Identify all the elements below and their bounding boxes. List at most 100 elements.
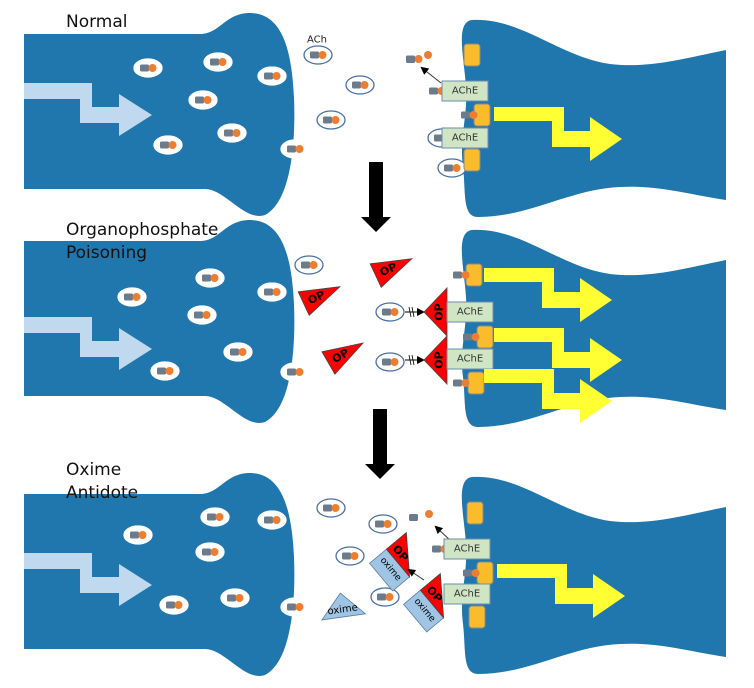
vesicle-icon bbox=[159, 595, 189, 615]
ach-molecule-icon bbox=[227, 594, 244, 602]
vesicle-icon bbox=[187, 305, 217, 325]
step-down-arrow-icon bbox=[365, 409, 395, 479]
muscle-signal-arrow-icon bbox=[494, 107, 622, 161]
oxime-label: oxime bbox=[327, 602, 359, 617]
vesicle-icon bbox=[280, 139, 310, 159]
ach-molecule-icon bbox=[453, 271, 470, 279]
ache-enzyme: AChE bbox=[441, 127, 489, 149]
ach-molecule-icon bbox=[382, 358, 399, 366]
ache-label: AChE bbox=[457, 307, 483, 318]
ach-molecule-icon bbox=[207, 513, 224, 521]
oxime-molecule: oxime bbox=[321, 592, 367, 621]
ach-molecule-icon bbox=[463, 569, 480, 577]
ach-molecule-icon bbox=[166, 601, 183, 609]
vesicle-icon bbox=[188, 90, 218, 110]
ach-molecule-icon bbox=[264, 516, 281, 524]
receptor-icon bbox=[467, 371, 485, 395]
presynaptic-neuron bbox=[24, 473, 295, 676]
ach-molecule-icon bbox=[342, 552, 359, 560]
ach-molecule-icon bbox=[130, 531, 147, 539]
vesicle-icon bbox=[200, 507, 230, 527]
vesicle-icon bbox=[133, 58, 163, 78]
blocked-mark-icon bbox=[408, 306, 415, 318]
ach-molecule-icon bbox=[375, 520, 392, 528]
vesicle-icon bbox=[316, 110, 346, 130]
vesicle-icon bbox=[368, 514, 398, 534]
vesicle-icon bbox=[437, 158, 467, 178]
vesicle-icon bbox=[220, 588, 250, 608]
vesicle-icon bbox=[257, 510, 287, 530]
nerve-signal-arrow-icon bbox=[24, 317, 152, 370]
ach-molecule-icon bbox=[157, 367, 174, 375]
ach-molecule-icon bbox=[210, 58, 227, 66]
ach-molecule-icon bbox=[224, 129, 241, 137]
op-molecule-free: OP bbox=[297, 286, 342, 317]
vesicle-icon bbox=[150, 361, 180, 381]
presynaptic-neuron bbox=[24, 13, 295, 216]
ach-molecule-icon bbox=[461, 111, 478, 119]
vesicle-icon bbox=[223, 342, 253, 362]
receptor-icon bbox=[466, 501, 484, 525]
choline-icon bbox=[425, 510, 433, 518]
vesicle-icon bbox=[195, 542, 225, 562]
ach-molecule-icon bbox=[140, 64, 157, 72]
ach-molecule-icon bbox=[301, 261, 318, 269]
muscle-signal-arrow-icon bbox=[484, 268, 612, 322]
ach-molecule-icon bbox=[202, 548, 219, 556]
nerve-signal-arrow-icon bbox=[24, 553, 152, 606]
vesicle-icon bbox=[303, 45, 333, 65]
vesicle-icon bbox=[203, 52, 233, 72]
receptor-icon bbox=[463, 43, 481, 67]
ache-label: AChE bbox=[454, 589, 480, 600]
vesicle-icon bbox=[217, 123, 247, 143]
vesicle-icon bbox=[280, 597, 310, 617]
ach-label: ACh bbox=[307, 35, 327, 46]
ach-molecule-icon bbox=[377, 593, 394, 601]
postsynaptic-muscle-cell bbox=[461, 19, 726, 218]
panel-title-oxime-antidote: Oxime Antidote bbox=[66, 460, 139, 503]
op-bound-ache: OP bbox=[423, 335, 448, 385]
muscle-signal-arrow-icon bbox=[484, 369, 612, 423]
op-bound-ache: OP bbox=[423, 287, 448, 337]
ach-molecule-icon bbox=[230, 348, 247, 356]
vesicle-icon bbox=[117, 287, 147, 307]
step-down-arrow-icon bbox=[361, 162, 391, 232]
ache-enzyme: AChE bbox=[446, 348, 494, 370]
vesicle-icon bbox=[257, 66, 287, 86]
ache-enzyme: AChE bbox=[441, 80, 489, 102]
op-label: OP bbox=[433, 303, 446, 320]
panel-title-op-poisoning: Organophosphate Poisoning bbox=[66, 220, 219, 263]
ache-enzyme: AChE bbox=[443, 538, 491, 560]
muscle-signal-arrow-icon bbox=[494, 328, 622, 382]
ach-molecule-icon bbox=[194, 311, 211, 319]
vesicle-icon bbox=[335, 546, 365, 566]
ache-label: AChE bbox=[457, 354, 483, 365]
ach-molecule-icon bbox=[287, 145, 304, 153]
vesicle-icon bbox=[316, 498, 346, 518]
ach-molecule-icon bbox=[323, 504, 340, 512]
panel-title-normal: Normal bbox=[66, 12, 128, 32]
vesicle-icon bbox=[375, 352, 405, 372]
vesicle-icon bbox=[257, 282, 287, 302]
ach-molecule-icon bbox=[287, 603, 304, 611]
ach-molecule-icon bbox=[195, 96, 212, 104]
choline-icon bbox=[424, 51, 432, 59]
ache-label: AChE bbox=[454, 544, 480, 555]
vesicle-icon bbox=[123, 525, 153, 545]
acetate-icon bbox=[409, 514, 418, 521]
acetate-icon bbox=[406, 56, 415, 63]
ach-molecule-icon bbox=[202, 274, 219, 282]
ach-molecule-icon bbox=[264, 288, 281, 296]
release-arrow-icon bbox=[407, 568, 425, 581]
nerve-signal-arrow-icon bbox=[24, 83, 152, 136]
op-molecule-free: OP bbox=[369, 258, 414, 289]
ach-molecule-icon bbox=[264, 72, 281, 80]
op-label: OP bbox=[433, 351, 446, 368]
vesicle-icon bbox=[375, 302, 405, 322]
